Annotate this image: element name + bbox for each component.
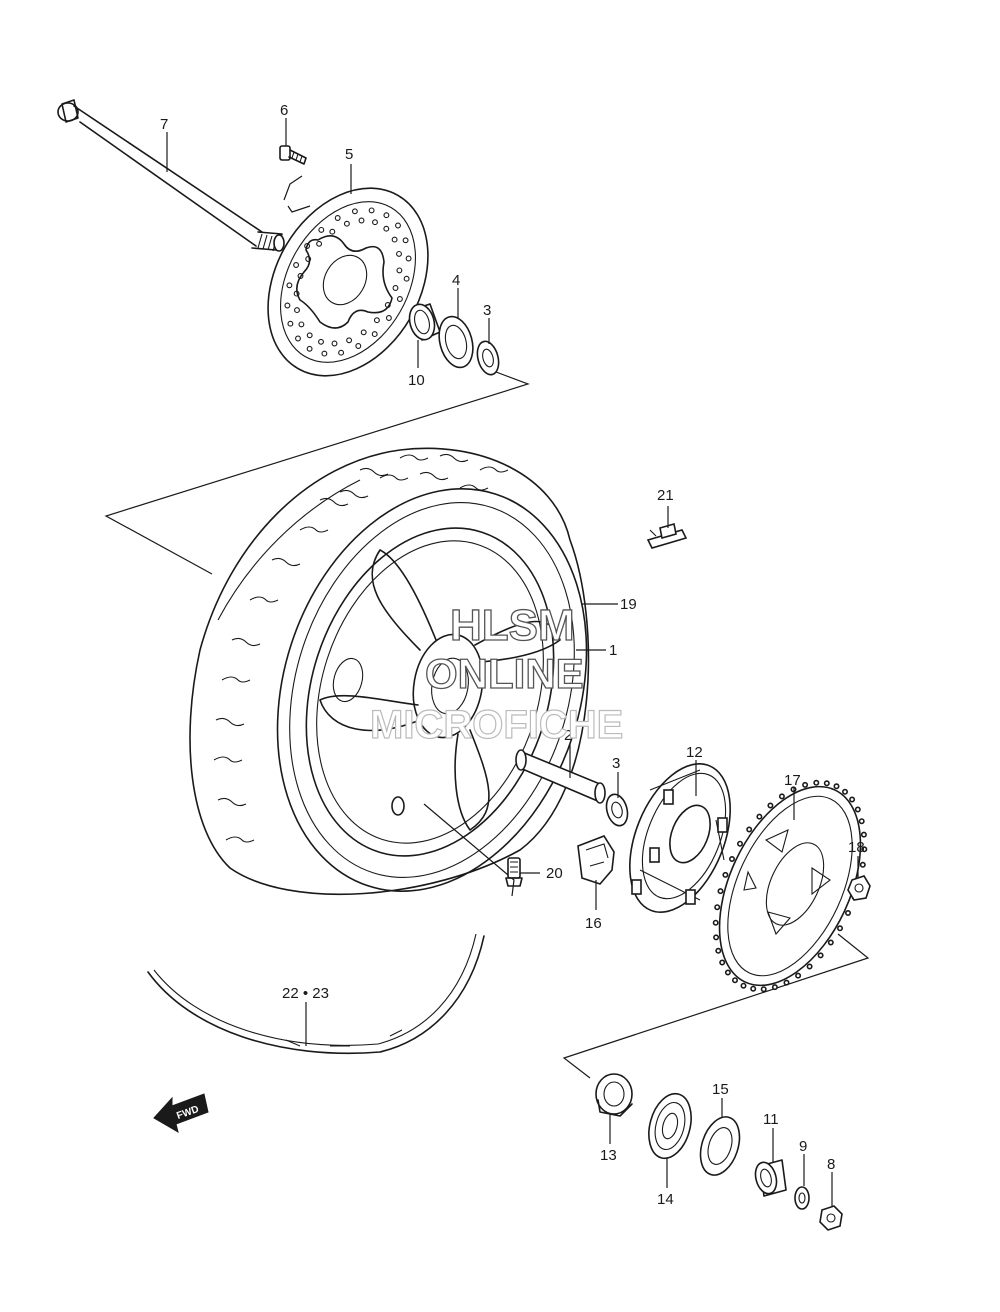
sprocket-teeth — [712, 779, 868, 993]
wheel-collar-2[interactable] — [515, 749, 606, 804]
watermark-line-1: HLSM — [450, 601, 575, 650]
callout-4: 4 — [452, 272, 460, 289]
callout-20: 20 — [546, 865, 563, 882]
callout-7: 7 — [160, 116, 168, 133]
sprocket-nut-18[interactable] — [847, 875, 871, 901]
watermark-line-2: ONLINE — [425, 650, 584, 697]
callout-8: 8 — [827, 1156, 835, 1173]
oil-seal-4[interactable] — [434, 313, 478, 372]
disc-holes — [284, 207, 412, 357]
callout-19: 19 — [620, 596, 637, 613]
callout-14: 14 — [657, 1191, 674, 1208]
callout-11: 11 — [763, 1111, 779, 1128]
callout-3-upper: 3 — [483, 302, 491, 319]
callout-16: 16 — [585, 915, 602, 932]
callout-21: 21 — [657, 487, 674, 504]
tire-tread-grooves — [213, 453, 509, 843]
drum-retainer-13[interactable] — [595, 1073, 633, 1117]
tire-valve-20[interactable] — [505, 857, 523, 887]
axle-nut-8[interactable] — [819, 1205, 843, 1231]
callout-12: 12 — [686, 744, 703, 761]
callout-1: 1 — [609, 642, 617, 659]
balancer-weight-21[interactable] — [646, 522, 688, 549]
rear-sprocket-17[interactable] — [691, 765, 889, 1008]
bearing-14[interactable] — [642, 1089, 698, 1163]
rear-axle[interactable] — [57, 99, 285, 252]
callout-5: 5 — [345, 146, 353, 163]
callout-15: 15 — [712, 1081, 729, 1098]
callout-18: 18 — [848, 839, 865, 856]
callout-2: 2 — [564, 727, 572, 744]
sprocket-mount-drum-12[interactable] — [610, 749, 750, 927]
callout-22-23: 22 • 23 — [282, 985, 329, 1002]
cushion-16[interactable] — [577, 835, 615, 885]
brake-disc[interactable] — [236, 159, 461, 404]
spacer-10[interactable] — [406, 302, 441, 343]
watermark: HLSM ONLINE MICROFICHE — [369, 600, 624, 747]
washer-9[interactable] — [794, 1186, 810, 1210]
watermark-line-3: MICROFICHE — [370, 703, 623, 747]
rim-decal-stripe-22-23[interactable] — [147, 933, 485, 1055]
spacer-11[interactable] — [752, 1159, 787, 1197]
callout-9: 9 — [799, 1138, 807, 1155]
callout-leaders — [166, 118, 859, 1206]
callout-17: 17 — [784, 772, 801, 789]
bearing-3-lower[interactable] — [603, 792, 631, 828]
callout-3-lower: 3 — [612, 755, 620, 772]
rear-wheel-rim[interactable] — [243, 465, 620, 914]
callout-13: 13 — [600, 1147, 617, 1164]
callout-6: 6 — [280, 102, 288, 119]
callout-10: 10 — [408, 372, 425, 389]
oil-seal-15[interactable] — [694, 1112, 747, 1180]
forward-direction-arrow: FWD — [153, 1093, 209, 1134]
disc-bolt[interactable] — [279, 145, 307, 165]
drum-studs — [631, 789, 728, 905]
rear-tire[interactable] — [189, 447, 636, 931]
callout-numbers: 7 6 5 4 3 10 21 19 1 2 3 12 17 18 20 16 … — [160, 102, 865, 1208]
bearing-3-upper[interactable] — [474, 339, 502, 377]
